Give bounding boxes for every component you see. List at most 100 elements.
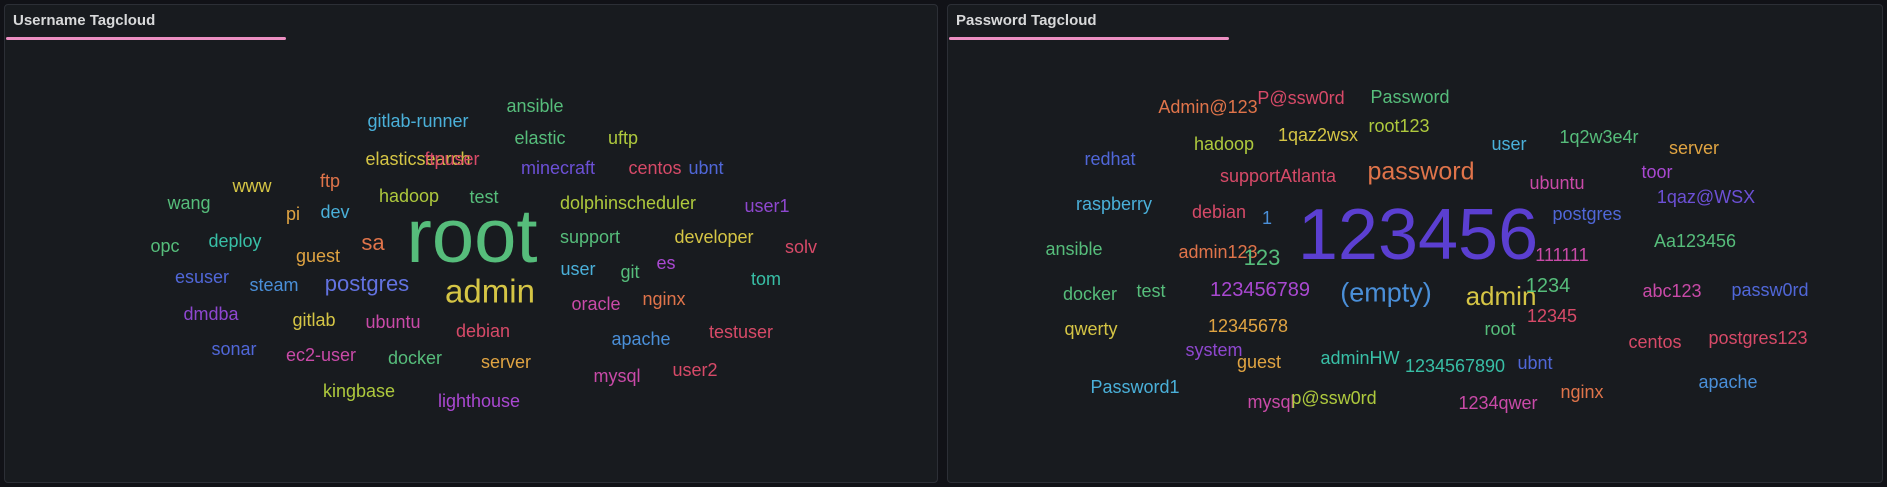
tag-word: mysql (593, 366, 641, 386)
tag-word: 111111 (1535, 245, 1589, 265)
tag-word: Aa123456 (1653, 231, 1737, 251)
tag-word: dmdba (183, 304, 239, 324)
panel-title[interactable]: Password Tagcloud (956, 12, 1097, 29)
tag-word: pi (285, 204, 301, 224)
tag-word: gitlab-runner (367, 111, 469, 131)
tag-word: nginx (642, 289, 686, 309)
tag-word: support (559, 227, 621, 247)
tag-word: abc123 (1642, 281, 1702, 301)
tag-word: ubuntu (365, 312, 421, 332)
tag-word: hadoop (378, 186, 440, 206)
tag-word: debian (455, 321, 511, 341)
tag-word: uftp (607, 128, 639, 148)
tag-word: toor (1641, 162, 1673, 182)
tag-word: ansible (506, 96, 564, 116)
tag-word: 1234qwer (1458, 393, 1538, 413)
tag-word: apache (611, 329, 671, 349)
tag-word: tom (750, 269, 782, 289)
tag-word: ubnt (688, 158, 724, 178)
tag-word: centos (628, 158, 682, 178)
tag-word: server (1668, 138, 1720, 158)
tag-word: admin123 (1178, 242, 1258, 262)
tag-word: sonar (211, 339, 257, 359)
tag-word: system (1185, 340, 1243, 360)
tag-word: dev (320, 202, 350, 222)
tag-word: solv (784, 237, 818, 257)
tag-word: 12345678 (1207, 316, 1289, 336)
tag-word: admin (445, 272, 535, 310)
tag-word: postgres123 (1708, 328, 1808, 348)
tag-word: raspberry (1075, 194, 1153, 214)
tag-word: user2 (672, 360, 718, 380)
tag-word: dolphinscheduler (559, 193, 697, 213)
tag-word: apache (1698, 372, 1758, 392)
tag-word: Password1 (1090, 377, 1180, 397)
tag-word: centos (1628, 332, 1682, 352)
tag-word: redhat (1084, 149, 1136, 169)
tag-word: Admin@123 (1158, 97, 1258, 117)
tag-word: Password (1370, 87, 1450, 107)
tag-word: 1234 (1525, 275, 1571, 297)
tag-word: deploy (208, 231, 262, 251)
tag-word: guest (295, 246, 341, 266)
tag-word: guest (1236, 352, 1282, 372)
tag-word: 1234567890 (1404, 356, 1506, 376)
tag-word: docker (387, 348, 443, 368)
tag-word: debian (1191, 202, 1247, 222)
tag-word: ubnt (1517, 353, 1553, 373)
tag-word: passw0rd (1731, 280, 1809, 300)
tag-word: 12345 (1526, 306, 1578, 326)
tag-word: password (1367, 157, 1475, 186)
tag-word: steam (249, 275, 299, 295)
tag-word: testuser (708, 322, 774, 342)
tag-word: 1qaz2wsx (1277, 125, 1359, 145)
tag-word: git (620, 262, 640, 282)
tag-word: 1q2w3e4r (1559, 127, 1639, 147)
tag-word: user (1491, 134, 1527, 154)
tag-word: opc (150, 236, 180, 256)
tag-word: root (406, 194, 538, 279)
panel-title[interactable]: Username Tagcloud (13, 12, 156, 29)
tag-word: 1 (1261, 208, 1273, 228)
tag-word: minecraft (520, 158, 596, 178)
tag-word: elastic (514, 128, 566, 148)
tag-word: gitlab (292, 310, 336, 330)
tag-word: ftp (319, 171, 341, 191)
tag-word: user (560, 259, 596, 279)
tag-word: developer (674, 227, 754, 247)
tag-word: adminHW (1320, 348, 1400, 368)
tag-word: elasticsearch (365, 149, 471, 169)
tag-word: kingbase (322, 381, 396, 401)
tag-word: admin (1465, 281, 1537, 311)
tag-word: qwerty (1064, 319, 1118, 339)
tag-word: (empty) (1340, 277, 1432, 308)
tag-word: p@ssw0rd (1291, 388, 1377, 408)
tag-word: test (1136, 281, 1166, 301)
tag-word: es (656, 253, 676, 273)
tag-word: oracle (571, 294, 621, 314)
tag-word: www (232, 176, 272, 196)
tag-word: nginx (1560, 382, 1604, 402)
tag-word: user1 (744, 196, 790, 216)
tag-word: sa (361, 230, 385, 255)
tag-word: wang (167, 193, 211, 213)
tag-word: postgres (1552, 204, 1622, 224)
tag-word: mysql (1247, 392, 1295, 412)
tag-word: ansible (1045, 239, 1103, 259)
tag-word: ftpuser (424, 149, 480, 169)
tag-word: esuser (174, 267, 230, 287)
tag-word: test (469, 187, 499, 207)
panel-title-accent (949, 37, 1229, 40)
panel-title-accent (6, 37, 286, 40)
tag-word: supportAtlanta (1219, 166, 1337, 186)
tag-word: hadoop (1193, 134, 1255, 154)
tag-word: postgres (324, 271, 410, 296)
tag-word: ec2-user (285, 345, 357, 365)
tag-word: docker (1062, 284, 1118, 304)
tag-word: lighthouse (437, 391, 521, 411)
tag-word: root (1484, 319, 1516, 339)
